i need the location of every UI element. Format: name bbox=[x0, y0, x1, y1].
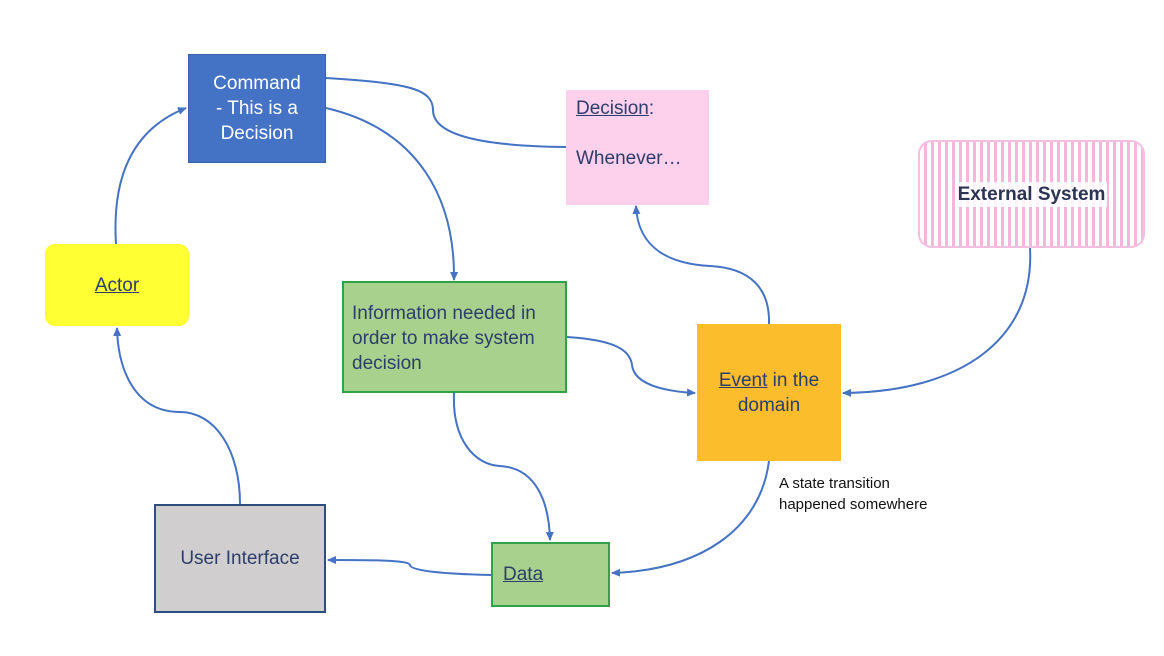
connector-actor-to-command bbox=[114, 107, 187, 245]
connector-information-to-event bbox=[566, 336, 696, 397]
decision-sticky: Decision: Whenever… bbox=[566, 90, 709, 205]
connector-event-to-data bbox=[611, 460, 770, 577]
command-label-line2: - This is a bbox=[215, 98, 298, 119]
event-label-line1: Event in the bbox=[719, 368, 819, 393]
decision-title-word: Decision bbox=[576, 98, 649, 119]
connector-user-interface-to-actor bbox=[113, 327, 241, 505]
user-interface-label: User Interface bbox=[180, 548, 300, 569]
event-sticky: Event in the domain bbox=[697, 324, 841, 461]
information-label-line3: decision bbox=[352, 353, 422, 374]
event-label-word: Event bbox=[718, 369, 768, 391]
data-label: Data bbox=[503, 564, 544, 585]
connector-event-to-decision bbox=[632, 205, 771, 325]
note-line2: happened somewhere bbox=[779, 496, 928, 513]
actor-sticky: Actor bbox=[45, 244, 189, 326]
connector-external-to-event bbox=[842, 247, 1032, 397]
decision-body: Whenever… bbox=[576, 148, 682, 169]
command-box: Command - This is a Decision bbox=[188, 54, 326, 163]
information-label-line2: order to make system bbox=[352, 328, 535, 349]
external-system-label: External System bbox=[955, 181, 1108, 207]
connector-command-to-information bbox=[325, 107, 459, 281]
data-box: Data bbox=[491, 542, 610, 607]
information-label-line1: Information needed in bbox=[352, 303, 536, 324]
event-label-rest: in the bbox=[767, 369, 820, 391]
state-transition-note: A state transition happened somewhere bbox=[779, 473, 979, 515]
command-label-line1: Command bbox=[213, 73, 301, 94]
decision-title-colon: : bbox=[648, 98, 655, 119]
event-label-line2: domain bbox=[737, 394, 801, 416]
connector-information-to-data bbox=[452, 392, 554, 541]
command-label-line3: Decision bbox=[220, 123, 294, 144]
note-line1: A state transition bbox=[779, 475, 890, 492]
user-interface-box: User Interface bbox=[154, 504, 326, 613]
information-box: Information needed in order to make syst… bbox=[342, 281, 567, 393]
actor-label: Actor bbox=[94, 274, 140, 296]
decision-title: Decision: bbox=[576, 96, 699, 121]
external-system-box: External System bbox=[918, 140, 1145, 248]
connector-data-to-user-interface bbox=[327, 556, 492, 576]
connector-command-to-decision bbox=[325, 77, 567, 148]
